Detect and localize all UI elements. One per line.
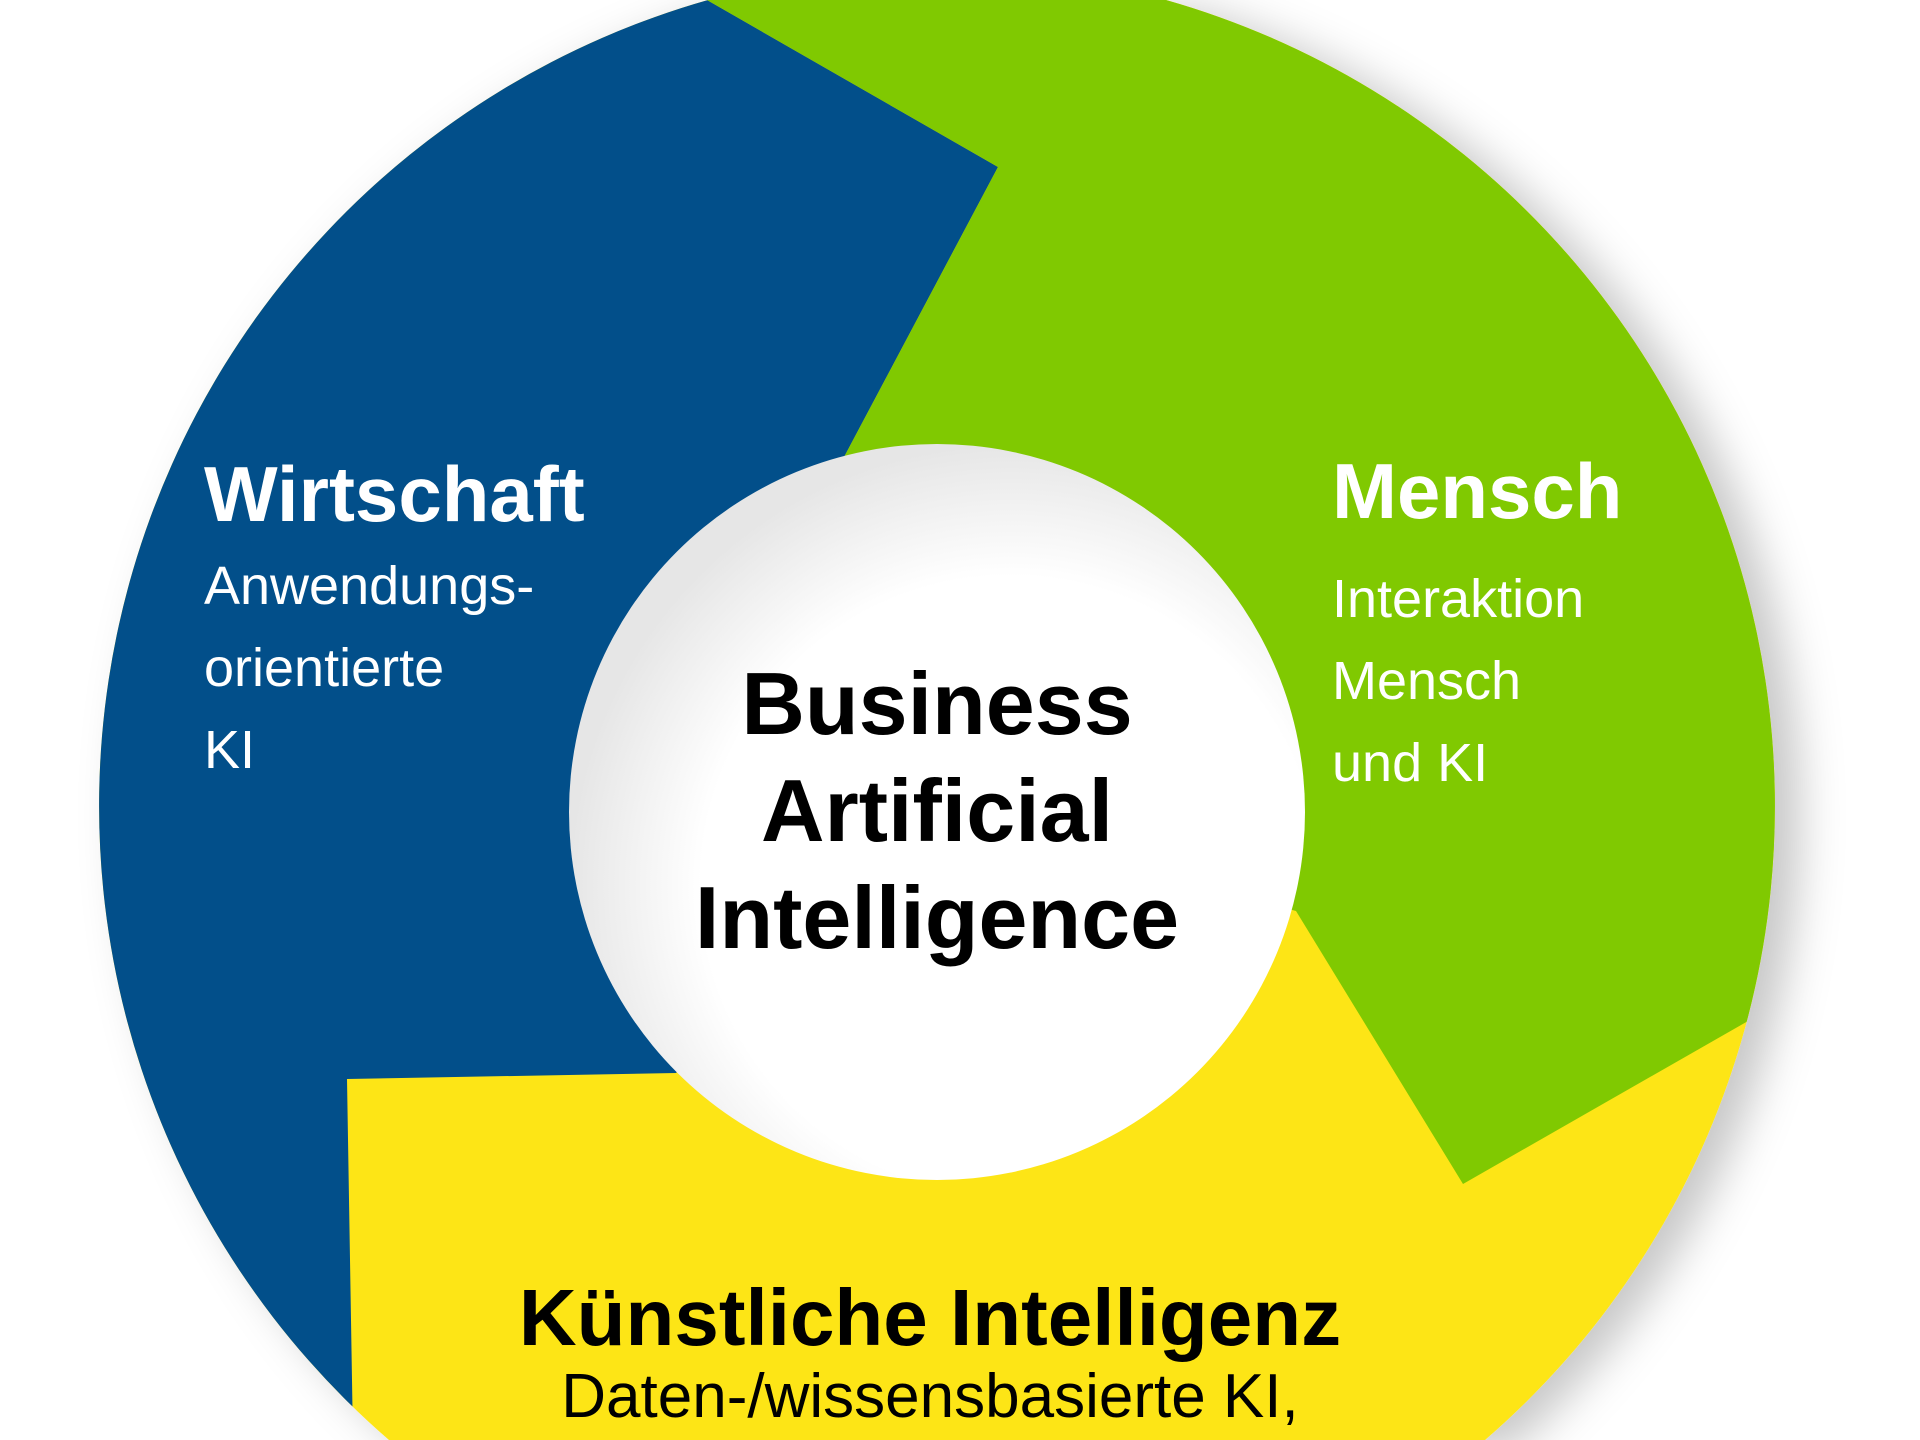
center-line: Intelligence — [694, 868, 1180, 967]
wirtschaft-line: orientierte — [204, 638, 445, 698]
ki-line: Daten-/wissensbasierte KI, — [561, 1362, 1299, 1431]
wirtschaft-title: Wirtschaft — [204, 450, 585, 538]
center-circle — [569, 444, 1305, 1180]
segment-wirtschaft — [99, 0, 998, 1440]
mensch-line: Mensch — [1332, 651, 1522, 711]
mensch-title: Mensch — [1332, 447, 1623, 535]
center-line: Business — [741, 654, 1133, 753]
wirtschaft-description: Anwendungs- orientierte KI — [204, 545, 534, 791]
wirtschaft-line: KI — [204, 720, 256, 780]
wirtschaft-line: Anwendungs- — [204, 556, 535, 616]
mensch-description: Interaktion Mensch und KI — [1332, 558, 1584, 804]
mensch-line: Interaktion — [1332, 569, 1585, 629]
center-label: Business Artificial Intelligence — [569, 650, 1305, 971]
ki-title: Künstliche Intelligenz — [518, 1273, 1342, 1362]
mensch-line: und KI — [1332, 733, 1489, 793]
center-line: Artificial — [760, 761, 1114, 860]
